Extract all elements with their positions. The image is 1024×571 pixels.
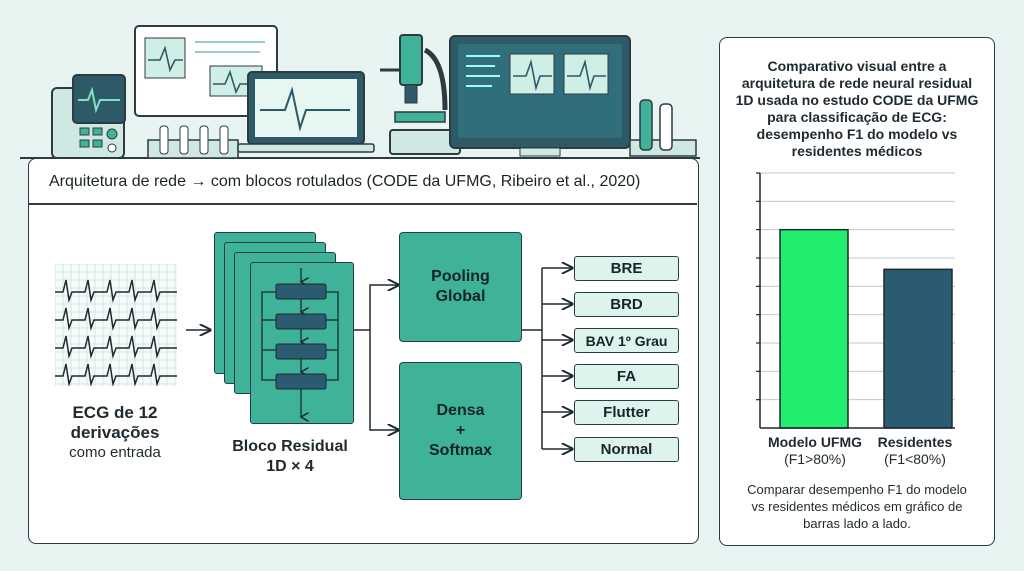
category-name-0: Modelo UFMG <box>767 434 863 450</box>
bar-0 <box>779 228 849 429</box>
bar-1 <box>883 268 953 429</box>
residual-block-internals <box>261 268 339 422</box>
residual-block-stack <box>214 232 354 424</box>
lab-illustration <box>20 25 700 159</box>
residual-label: Bloco Residual 1D × 4 <box>200 437 380 477</box>
dense-line3: Softmax <box>428 442 493 459</box>
dense-line1: Densa <box>436 402 485 419</box>
output-class-fa: FA <box>574 364 679 389</box>
bar-chart <box>756 172 955 429</box>
output-class-normal: Normal <box>574 437 679 462</box>
output-class-brd: BRD <box>574 292 679 317</box>
chart-title: Comparativo visual entre a arquitetura d… <box>735 58 979 159</box>
dense-softmax-box: Densa + Softmax <box>399 362 522 500</box>
ecg-input-grid <box>55 264 177 386</box>
chart-caption: Comparar desempenho F1 do modelo vs resi… <box>747 482 967 531</box>
output-class-flutter: Flutter <box>574 400 679 425</box>
ecg-device-icon <box>51 74 126 159</box>
diagram-connectors <box>186 0 700 571</box>
input-label-line1: ECG de 12 <box>72 403 158 422</box>
pooling-line2: Global <box>435 288 486 305</box>
monitor-icon <box>449 35 631 157</box>
test-tubes-icon <box>147 125 239 159</box>
category-label-0: Modelo UFMG (F1>80%) <box>760 434 870 468</box>
category-sub-1: (F1<80%) <box>884 451 946 467</box>
title-divider <box>29 203 697 205</box>
input-label-line2: derivações <box>70 423 160 442</box>
laptop-icon <box>237 71 375 153</box>
input-label: ECG de 12 derivações como entrada <box>40 403 190 463</box>
category-name-1: Residentes <box>877 434 953 450</box>
dense-line2: + <box>455 422 466 439</box>
category-label-1: Residentes (F1<80%) <box>870 434 960 468</box>
input-label-line3: como entrada <box>69 444 161 461</box>
residual-label-line1: Bloco Residual <box>232 438 348 455</box>
output-class-bre: BRE <box>574 256 679 281</box>
residual-label-line2: 1D × 4 <box>266 458 314 475</box>
flask-icon <box>629 99 697 157</box>
output-class-bav: BAV 1º Grau <box>574 328 679 353</box>
pooling-global-box: Pooling Global <box>399 232 522 342</box>
diagram-title: Arquitetura de rede → com blocos rotulad… <box>49 173 641 190</box>
pooling-line1: Pooling <box>431 268 490 285</box>
microscope-icon <box>380 34 461 155</box>
category-sub-0: (F1>80%) <box>784 451 846 467</box>
